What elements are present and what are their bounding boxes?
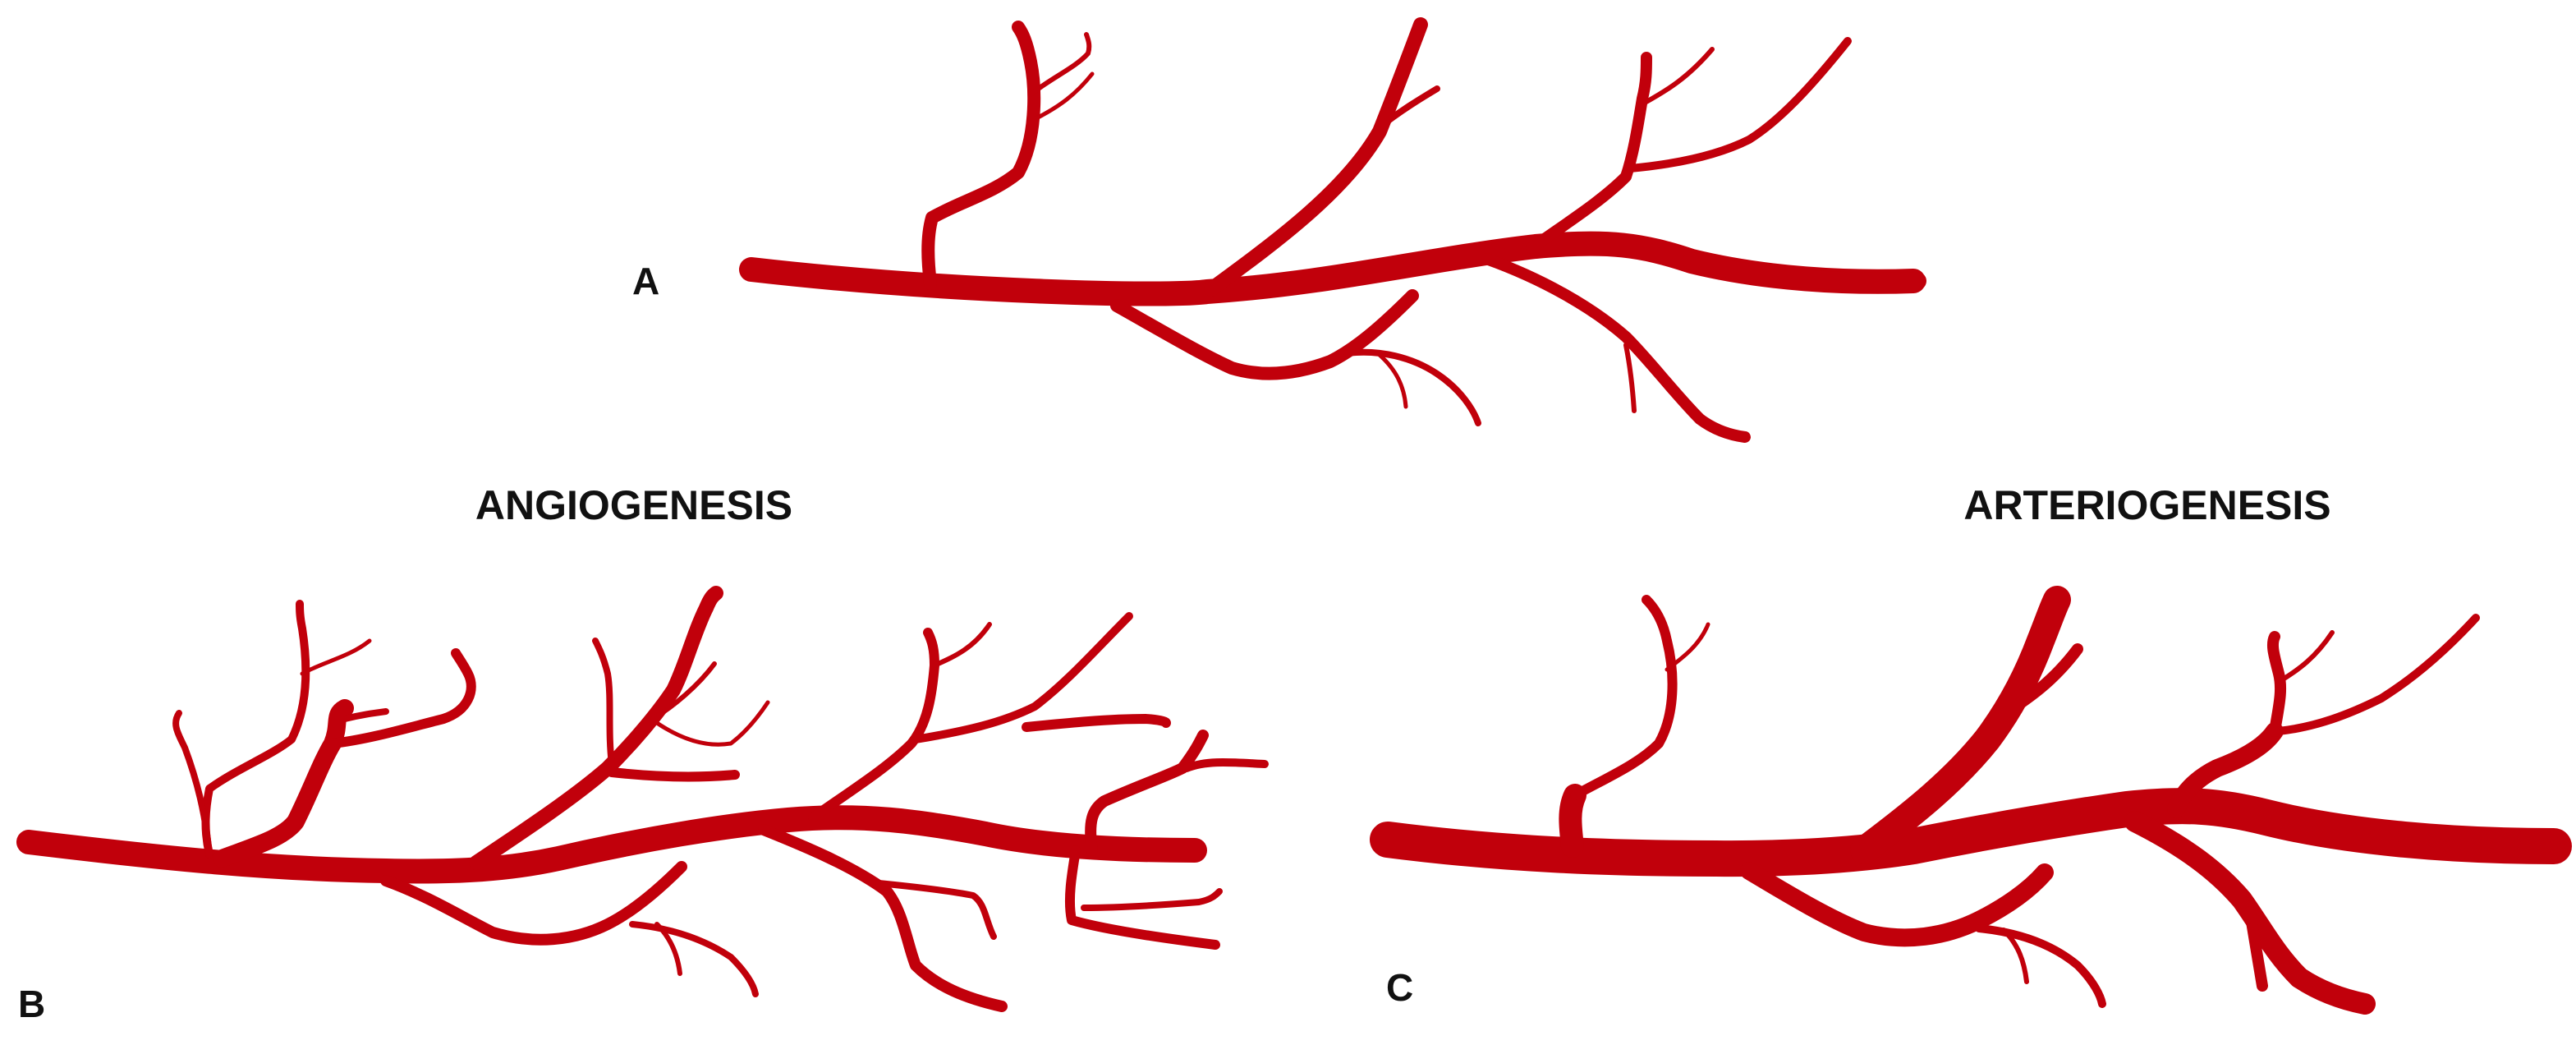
panel-a-main-vessel-taper [1683, 252, 1926, 291]
panel-b-branch [1022, 714, 1171, 732]
panel-b-branch [201, 600, 310, 859]
panel-b-vessel-tree [16, 586, 1269, 1012]
panel-c-branch [1559, 784, 1586, 858]
panel-a-vessel-tree [739, 17, 1926, 443]
panel-b-branch [342, 708, 389, 722]
panel-b-branch [607, 767, 740, 782]
panel-c-branch [1665, 622, 1710, 672]
panel-b-branch [654, 700, 770, 747]
panel-b-branch [629, 921, 759, 997]
panel-b-branch [1064, 845, 1220, 950]
panel-b: ANGIOGENESIS B [16, 482, 1269, 1025]
panel-c-branch [2266, 631, 2287, 737]
panel-b-branch [1182, 758, 1269, 772]
panel-a-branch [921, 21, 1041, 290]
panel-c-branch [2167, 722, 2284, 818]
panel-a-branch [1623, 343, 1637, 413]
panel-c-heading: ARTERIOGENESIS [1963, 482, 2330, 528]
panel-b-branch [875, 880, 997, 940]
panel-a-branch [1377, 352, 1408, 409]
panel-c-branch [1570, 595, 1678, 800]
panel-a-branch [1481, 253, 1751, 443]
panel-b-branch [1081, 888, 1223, 911]
panel-b-main-vessel [16, 805, 1207, 884]
panel-c-branch [2244, 906, 2268, 992]
panel-c-letter: C [1386, 966, 1413, 1009]
panel-a: A [632, 17, 1926, 443]
panel-b-heading: ANGIOGENESIS [475, 482, 792, 528]
panel-a-branch [1642, 47, 1715, 105]
panel-b-branch [808, 628, 939, 822]
panel-a-branch [1626, 37, 1852, 173]
panel-b-branch [469, 586, 723, 870]
panel-c: ARTERIOGENESIS C [1370, 482, 2572, 1015]
panel-c-branch [1975, 924, 2106, 1008]
panel-a-branch [1376, 85, 1440, 131]
panel-b-branch [328, 648, 476, 748]
panel-b-branch [592, 638, 615, 767]
panel-b-branch [1085, 730, 1209, 856]
panel-a-branch [1028, 32, 1092, 97]
panel-a-branch [1204, 17, 1428, 297]
panel-b-branch [213, 699, 354, 868]
panel-a-letter: A [632, 260, 659, 302]
panel-c-branch [2124, 811, 2376, 1015]
panel-c-main-vessel [1370, 788, 2572, 877]
panel-a-branch [1526, 52, 1652, 254]
panel-c-vessel-tree [1370, 586, 2572, 1015]
panel-b-branch [932, 622, 992, 668]
panel-c-branch [2276, 630, 2335, 684]
panel-a-branch [1343, 348, 1481, 426]
panel-b-branch [300, 638, 372, 676]
panel-a-branch [1032, 71, 1095, 122]
panel-b-branch [654, 922, 682, 976]
panel-a-branch [1110, 289, 1419, 380]
panel-b-branch [172, 710, 213, 858]
panel-b-letter: B [18, 983, 45, 1025]
panel-b-branch [380, 861, 687, 946]
panel-b-branch [650, 661, 717, 721]
panel-c-branch [2001, 928, 2029, 984]
panel-b-branch [758, 824, 1008, 1012]
panel-b-branch [911, 612, 1133, 743]
panel-c-branch [2275, 614, 2480, 735]
panel-c-branch [1740, 862, 2054, 947]
panel-c-branch [1998, 643, 2083, 720]
